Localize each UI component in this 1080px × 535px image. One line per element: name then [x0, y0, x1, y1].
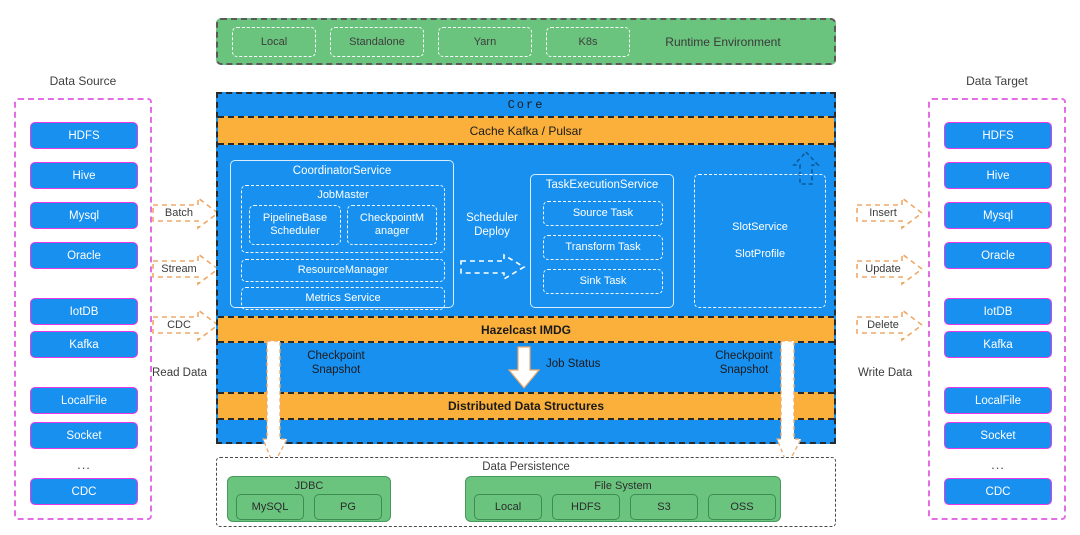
data-source-item-localfile[interactable]: LocalFile [30, 387, 138, 414]
flow-arrow-batch-label: Batch [164, 207, 194, 219]
feedback-up-arrow-icon [792, 150, 820, 185]
read-data-label: Read Data [152, 367, 207, 379]
data-source-item-kafka[interactable]: Kafka [30, 331, 138, 358]
metrics-service-box[interactable]: Metrics Service [241, 287, 445, 310]
source-task-box[interactable]: Source Task [543, 201, 663, 226]
flow-arrow-insert: Insert [856, 196, 924, 230]
write-data-label: Write Data [858, 367, 913, 379]
jobmaster-box: JobMaster [241, 185, 445, 253]
job-status-label: Job Status [546, 358, 601, 370]
flow-arrow-update-label: Update [865, 263, 901, 275]
data-target-ellipsis: ... [991, 456, 1005, 472]
filesystem-item-oss[interactable]: OSS [708, 494, 776, 520]
task-execution-service-panel: TaskExecutionService Source Task Transfo… [530, 174, 674, 308]
scheduler-deploy-label: Scheduler Deploy [466, 212, 518, 238]
jdbc-title: JDBC [294, 480, 324, 492]
runtime-chip-local[interactable]: Local [232, 26, 316, 57]
pipeline-base-scheduler-box[interactable]: PipelineBase Scheduler [249, 205, 341, 245]
transform-task-box[interactable]: Transform Task [543, 235, 663, 260]
data-source-title: Data Source [49, 74, 117, 88]
data-target-item-kafka[interactable]: Kafka [944, 331, 1052, 358]
data-target-title: Data Target [966, 74, 1028, 88]
data-persistence-title: Data Persistence [482, 461, 570, 473]
jdbc-group: JDBC MySQL PG [227, 476, 391, 522]
runtime-chip-k8s[interactable]: K8s [546, 26, 630, 57]
checkpoint-pipe-left-icon [262, 340, 289, 467]
hazelcast-imdg-band: Hazelcast IMDG [218, 316, 834, 343]
checkpoint-manager-box[interactable]: CheckpointM anager [347, 205, 437, 245]
data-target-item-socket[interactable]: Socket [944, 422, 1052, 449]
scheduler-deploy-arrow-icon [460, 253, 526, 281]
data-persistence-panel: Data Persistence JDBC MySQL PG File Syst… [216, 457, 836, 527]
checkpoint-snapshot-left-label: Checkpoint Snapshot [307, 350, 365, 376]
data-target-item-hive[interactable]: Hive [944, 162, 1052, 189]
data-source-item-cdc[interactable]: CDC [30, 478, 138, 505]
data-source-item-iotdb[interactable]: IotDB [30, 298, 138, 325]
coordinator-service-panel: CoordinatorService JobMaster PipelineBas… [230, 160, 454, 310]
data-target-item-oracle[interactable]: Oracle [944, 242, 1052, 269]
data-target-item-localfile[interactable]: LocalFile [944, 387, 1052, 414]
flow-arrow-delete: Delete [856, 308, 924, 342]
flow-arrow-stream: Stream [152, 252, 220, 286]
flow-arrow-insert-label: Insert [869, 207, 897, 219]
filesystem-item-hdfs[interactable]: HDFS [552, 494, 620, 520]
data-source-item-socket[interactable]: Socket [30, 422, 138, 449]
data-source-item-hdfs[interactable]: HDFS [30, 122, 138, 149]
flow-arrow-cdc-label: CDC [167, 319, 191, 331]
data-source-item-oracle[interactable]: Oracle [30, 242, 138, 269]
resource-manager-box[interactable]: ResourceManager [241, 259, 445, 282]
filesystem-title: File System [594, 480, 652, 492]
data-source-ellipsis: ... [77, 456, 91, 472]
flow-arrow-update: Update [856, 252, 924, 286]
distributed-data-structures-band: Distributed Data Structures [218, 392, 834, 420]
sink-task-box[interactable]: Sink Task [543, 269, 663, 294]
flow-arrow-cdc: CDC [152, 308, 220, 342]
jdbc-item-pg[interactable]: PG [314, 494, 382, 520]
data-target-item-cdc[interactable]: CDC [944, 478, 1052, 505]
data-target-item-mysql[interactable]: Mysql [944, 202, 1052, 229]
data-target-panel: HDFS Hive Mysql Oracle IotDB Kafka Local… [928, 98, 1066, 520]
job-status-arrow-icon [507, 346, 541, 389]
coordinator-service-title: CoordinatorService [292, 165, 392, 177]
runtime-environment-label: Runtime Environment [665, 34, 781, 49]
data-source-item-mysql[interactable]: Mysql [30, 202, 138, 229]
slot-service-label: SlotService [732, 221, 788, 234]
runtime-environment-bar: Local Standalone Yarn K8s Runtime Enviro… [216, 18, 836, 65]
core-title: Core [507, 98, 545, 112]
data-source-item-hive[interactable]: Hive [30, 162, 138, 189]
checkpoint-pipe-right-icon [776, 340, 803, 467]
task-execution-service-title: TaskExecutionService [545, 179, 659, 191]
flow-arrow-stream-label: Stream [161, 263, 197, 275]
slot-service-box[interactable]: SlotService SlotProfile [694, 174, 826, 308]
runtime-chip-standalone[interactable]: Standalone [330, 26, 424, 57]
checkpoint-snapshot-right-label: Checkpoint Snapshot [715, 350, 773, 376]
filesystem-item-local[interactable]: Local [474, 494, 542, 520]
jdbc-item-mysql[interactable]: MySQL [236, 494, 304, 520]
runtime-chip-yarn[interactable]: Yarn [438, 26, 532, 57]
data-target-item-hdfs[interactable]: HDFS [944, 122, 1052, 149]
filesystem-item-s3[interactable]: S3 [630, 494, 698, 520]
cache-kafka-pulsar-band: Cache Kafka / Pulsar [218, 116, 834, 145]
flow-arrow-delete-label: Delete [867, 319, 899, 331]
jobmaster-title: JobMaster [317, 189, 369, 201]
data-target-item-iotdb[interactable]: IotDB [944, 298, 1052, 325]
flow-arrow-batch: Batch [152, 196, 220, 230]
slot-profile-label: SlotProfile [734, 248, 786, 260]
filesystem-group: File System Local HDFS S3 OSS [465, 476, 781, 522]
data-source-panel: HDFS Hive Mysql Oracle IotDB Kafka Local… [14, 98, 152, 520]
core-container: Core Cache Kafka / Pulsar CoordinatorSer… [216, 92, 836, 444]
